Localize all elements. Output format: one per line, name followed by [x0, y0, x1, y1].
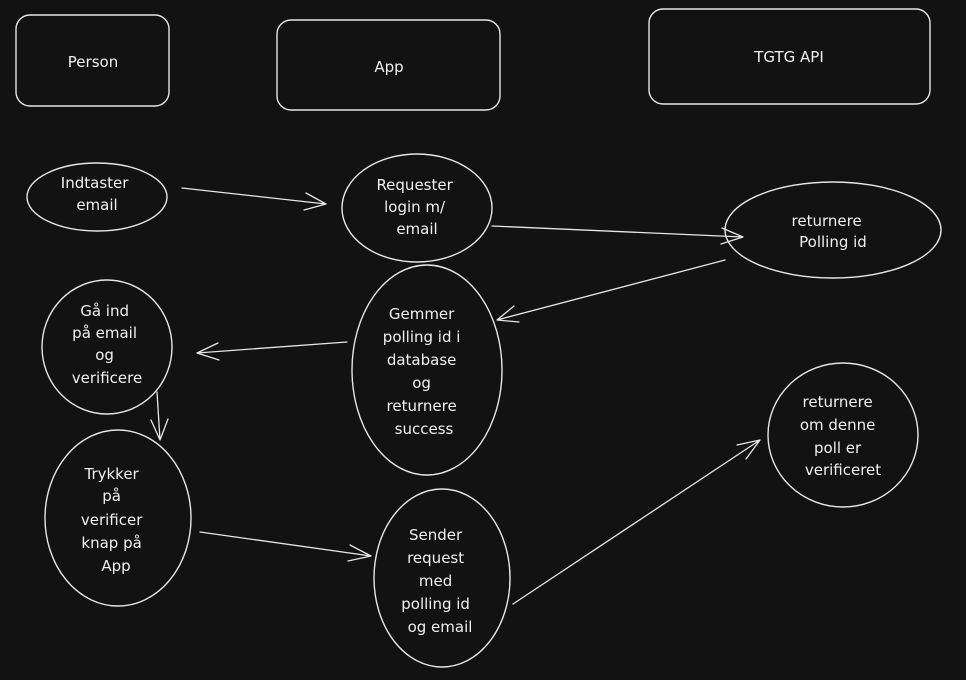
node-label: Requester login m/ email	[376, 176, 457, 238]
column-api-label: TGTG API	[753, 48, 824, 66]
arrow-sender-to-api	[512, 439, 761, 605]
node-gemmer-polling-id[interactable]: Gemmer polling id i database og returner…	[351, 264, 503, 476]
column-app[interactable]: App	[276, 19, 501, 111]
node-returnere-polling-id[interactable]: returnere Polling id	[724, 181, 942, 279]
node-indtaster-email[interactable]: Indtaster email	[26, 162, 168, 232]
column-app-label: App	[374, 58, 403, 76]
arrow-requester-to-api	[491, 225, 744, 245]
node-label: Gemmer polling id i database og returner…	[383, 305, 465, 438]
node-label: Indtaster email	[61, 174, 133, 214]
node-requester-login[interactable]: Requester login m/ email	[341, 153, 493, 263]
node-label: Sender request med polling id og email	[401, 526, 474, 636]
node-label: returnere Polling id	[792, 212, 867, 251]
node-trykker-verificer[interactable]: Trykker på verificer knap på App	[44, 429, 192, 607]
arrow-api-to-gemmer	[496, 259, 726, 323]
column-person-label: Person	[68, 53, 118, 71]
node-gaa-ind-paa-email[interactable]: Gå ind på email og verificere	[41, 279, 173, 415]
arrow-indtaster-to-requester	[181, 187, 327, 211]
node-label: Trykker på verificer knap på App	[81, 465, 147, 575]
node-label: Gå ind på email og verificere	[72, 302, 142, 387]
arrow-gemmer-to-gaa-ind	[196, 341, 348, 361]
node-label: returnere om denne poll er verificeret	[800, 393, 881, 479]
node-sender-request[interactable]: Sender request med polling id og email	[373, 488, 511, 668]
node-returnere-verificeret[interactable]: returnere om denne poll er verificeret	[767, 362, 919, 508]
column-api[interactable]: TGTG API	[648, 8, 931, 105]
arrow-gaa-ind-to-trykker	[150, 391, 169, 441]
arrow-trykker-to-sender	[199, 531, 372, 562]
column-person[interactable]: Person	[15, 14, 170, 107]
